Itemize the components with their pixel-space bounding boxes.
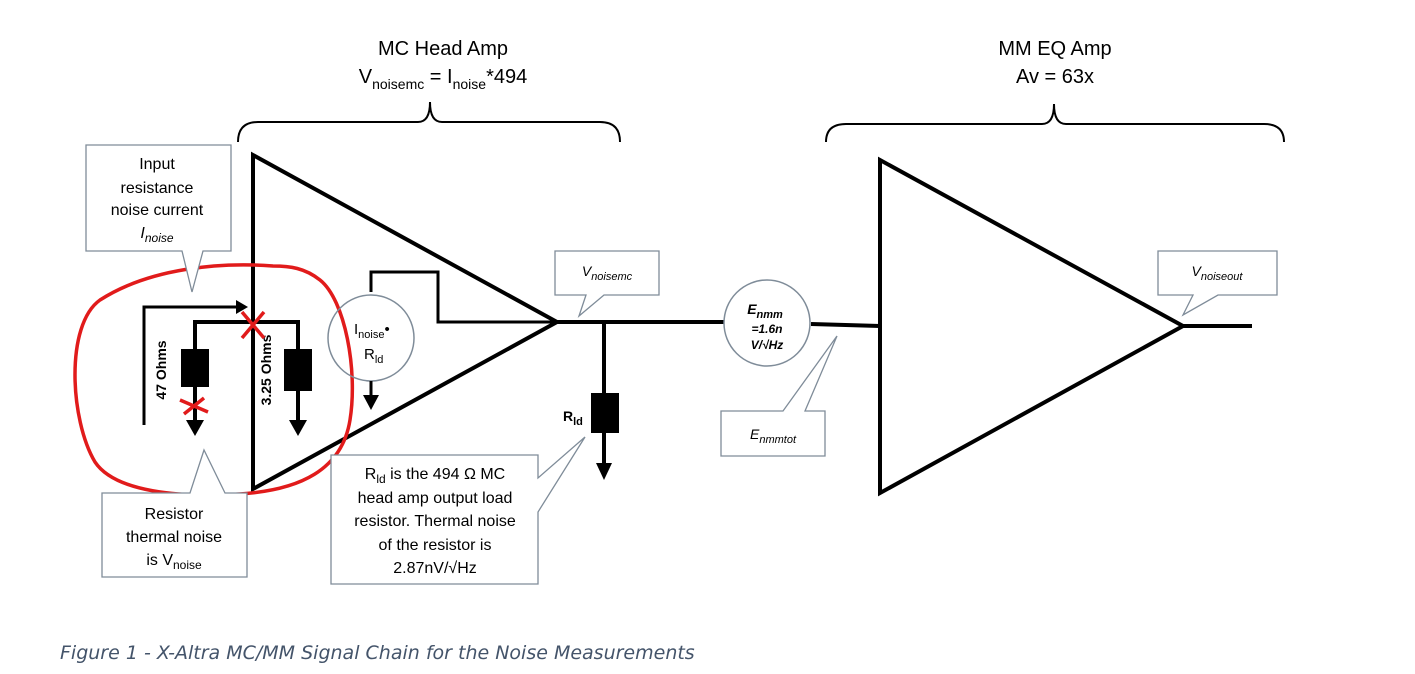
mm-brace	[825, 103, 1285, 143]
resistor-47-ohms	[181, 349, 209, 387]
mc-head-amp-title: MC Head Amp	[378, 38, 508, 60]
callout-resistor-noise-line1: Resistor	[145, 506, 204, 523]
red-x-mark-bottom	[179, 396, 209, 416]
enmm-value: =1.6n	[751, 322, 782, 336]
input-signal-path	[142, 305, 236, 425]
feedback-path	[369, 270, 557, 324]
resistor-3-25-label: 3.25 Ohms	[258, 334, 274, 405]
rld-ground-arrow	[596, 463, 612, 480]
ground-arrow-47	[186, 420, 204, 436]
inoise-rld-label-top: Inoise•	[354, 321, 390, 341]
callout-rld-note-line5: 2.87nV/√Hz	[393, 560, 477, 577]
mc-brace	[237, 101, 621, 143]
callout-input-noise-line2: resistance	[121, 180, 194, 197]
callout-resistor-noise-line3: is Vnoise	[146, 552, 202, 572]
rld-resistor-label: Rld	[563, 408, 583, 428]
callout-input-noise-box	[85, 144, 232, 293]
callout-rld-note-line3: resistor. Thermal noise	[354, 513, 516, 530]
input-node-wire	[193, 320, 300, 350]
callout-rld-note-line4: of the resistor is	[379, 537, 492, 554]
ground-arrow-3-25	[289, 420, 307, 436]
inoise-rld-label-bottom: Rld	[364, 346, 383, 366]
red-x-mark-top	[240, 310, 266, 340]
enmm-unit: V/√Hz	[751, 338, 784, 352]
callout-enmmtot-label: Enmmtot	[750, 426, 797, 446]
callout-rld-note-box	[330, 436, 586, 585]
mm-input-wire	[810, 322, 881, 328]
callout-vnoisemc-box	[554, 250, 660, 318]
callout-input-noise-var: Inoise	[140, 225, 173, 245]
enmm-source-circle	[723, 279, 811, 367]
mc-head-amp-formula: Vnoisemc = Inoise*494	[359, 66, 527, 92]
callout-input-noise-line1: Input	[139, 156, 175, 173]
source-ground-arrow	[363, 395, 379, 410]
mm-eq-amp-triangle	[878, 156, 1188, 497]
figure-caption: Figure 1 - X-Altra MC/MM Signal Chain fo…	[60, 642, 695, 664]
rld-resistor	[591, 393, 619, 433]
input-arrow-head	[236, 300, 248, 314]
mm-eq-amp-gain: Av = 63x	[1016, 66, 1094, 88]
enmm-label: Enmm	[747, 301, 783, 321]
callout-vnoiseout-label: Vnoiseout	[1192, 263, 1244, 283]
resistor-3-25-ohms	[284, 349, 312, 391]
callout-input-noise-line3: noise current	[111, 202, 204, 219]
callout-vnoisemc-label: Vnoisemc	[582, 263, 633, 283]
callout-enmmtot-box	[720, 335, 838, 457]
callout-rld-note-line1: Rld is the 494 Ω MC	[365, 466, 505, 486]
callout-resistor-noise-box	[101, 448, 248, 578]
resistor-47-label: 47 Ohms	[153, 340, 169, 399]
callout-vnoiseout-box	[1157, 250, 1278, 317]
mm-eq-amp-title: MM EQ Amp	[998, 38, 1111, 60]
callout-resistor-noise-line2: thermal noise	[126, 529, 222, 546]
callout-rld-note-line2: head amp output load	[358, 490, 513, 507]
